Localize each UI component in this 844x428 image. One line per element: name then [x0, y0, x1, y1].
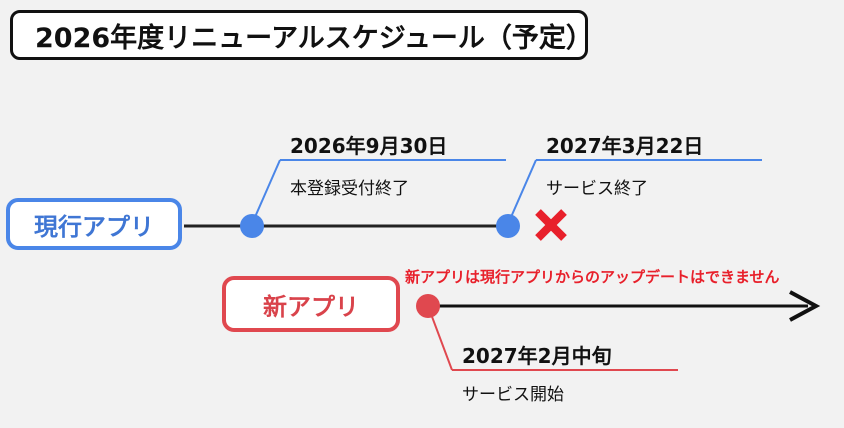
milestone-event-sept: 本登録受付終了 — [290, 179, 409, 199]
milestone-event-feb: サービス開始 — [462, 385, 564, 405]
arrow-head-icon — [789, 290, 821, 322]
milestone-date-feb: 2027年2月中旬 — [462, 344, 612, 368]
diagram-title: 2026年度リニューアルスケジュール（予定） — [10, 10, 593, 60]
new-app-label: 新アプリ — [222, 276, 400, 332]
milestone-dot-sept — [240, 214, 264, 238]
update-warning-note: 新アプリは現行アプリからのアップデートはできません — [405, 268, 780, 286]
milestone-date-sept: 2026年9月30日 — [290, 134, 448, 158]
cross-icon — [535, 209, 567, 241]
milestone-event-march: サービス終了 — [546, 179, 648, 199]
current-app-label: 現行アプリ — [6, 198, 182, 250]
callout-line-march — [507, 159, 537, 225]
milestone-date-march: 2027年3月22日 — [546, 134, 704, 158]
milestone-dot-march — [496, 214, 520, 238]
callout-line-sept — [251, 159, 281, 225]
milestone-dot-feb — [416, 294, 440, 318]
